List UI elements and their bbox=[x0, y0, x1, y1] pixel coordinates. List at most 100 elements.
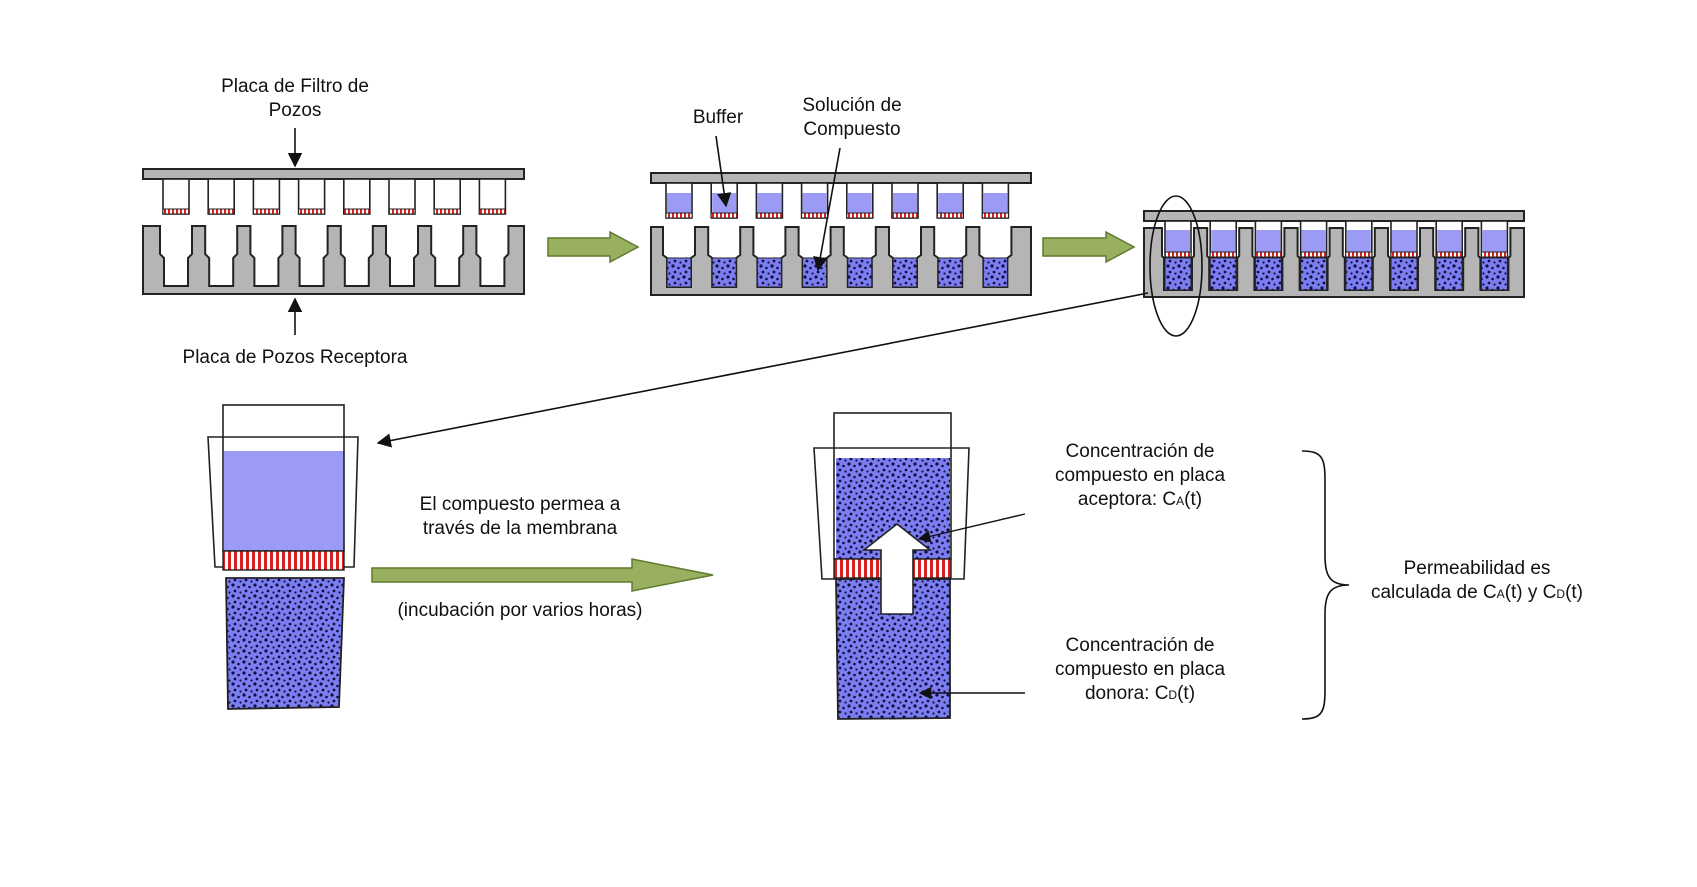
filter-membrane bbox=[388, 208, 416, 215]
buffer-fill bbox=[757, 193, 782, 213]
receiver-plate bbox=[142, 225, 525, 295]
filter-membrane bbox=[710, 212, 738, 219]
compound-solution-label-line2: Compuesto bbox=[803, 119, 901, 140]
compound-fill bbox=[666, 257, 692, 288]
filter-membrane bbox=[846, 212, 874, 219]
permeability-line2: calculada de CA(t) y CD(t) bbox=[1352, 581, 1602, 606]
buffer-fill bbox=[1211, 230, 1236, 252]
filter-membrane bbox=[1435, 251, 1463, 258]
permeability-mid: (t) y C bbox=[1504, 582, 1557, 603]
acceptor-line2: compuesto en placa bbox=[1054, 465, 1226, 486]
buffer-fill bbox=[1437, 230, 1462, 252]
acceptor-buffer bbox=[224, 451, 344, 551]
filter-well bbox=[207, 178, 235, 215]
filter-membrane bbox=[1345, 251, 1373, 258]
compound-fill bbox=[756, 257, 782, 288]
compound-fill bbox=[1254, 257, 1282, 291]
buffer-fill bbox=[1482, 230, 1507, 252]
filter-membrane bbox=[801, 212, 829, 219]
filter-well bbox=[297, 178, 326, 215]
filter-well bbox=[433, 178, 462, 215]
acceptor-line1: Concentración de bbox=[1065, 441, 1215, 462]
membrane bbox=[222, 550, 345, 571]
filter-membrane bbox=[1164, 251, 1192, 258]
panel-1-separated-plates bbox=[142, 128, 525, 335]
buffer-fill bbox=[983, 193, 1008, 213]
filter-well bbox=[478, 178, 507, 215]
acceptor-subscript: A bbox=[1176, 494, 1185, 508]
filter-plate-label: Placa de Filtro de Pozos bbox=[195, 75, 395, 123]
buffer-fill bbox=[1256, 230, 1281, 252]
incubation-arrow bbox=[371, 558, 714, 592]
filter-well bbox=[252, 178, 281, 215]
filter-well bbox=[388, 178, 416, 215]
step-arrow-2 bbox=[1042, 230, 1136, 264]
buffer-pointer bbox=[715, 135, 732, 208]
donor-line1: Concentración de bbox=[1065, 635, 1215, 656]
filter-membrane bbox=[1300, 251, 1328, 258]
buffer-fill bbox=[847, 193, 872, 213]
permeability-label: Permeabilidad es calculada de CA(t) y CD… bbox=[1352, 557, 1602, 606]
buffer-fill bbox=[938, 193, 963, 213]
summary-brace bbox=[1301, 450, 1350, 720]
donor-line3: donora: CD(t) bbox=[1040, 682, 1240, 707]
compound-solution-fills bbox=[666, 257, 1008, 288]
permeability-line1: Permeabilidad es bbox=[1403, 558, 1551, 579]
buffer-fill bbox=[802, 193, 827, 213]
filter-membrane bbox=[343, 208, 371, 215]
compound-fill bbox=[802, 257, 828, 288]
permeates-label-line1: El compuesto permea a bbox=[419, 494, 621, 515]
buffer-fill bbox=[667, 193, 691, 213]
donor-suffix: (t) bbox=[1177, 683, 1196, 704]
filter-plate-label-line1: Placa de Filtro de bbox=[221, 76, 369, 97]
receiver-plate-label: Placa de Pozos Receptora bbox=[182, 347, 408, 368]
filter-wells bbox=[162, 178, 507, 215]
compound-solution-label: Solución de Compuesto bbox=[782, 94, 922, 142]
filter-wells-inserted bbox=[1164, 220, 1509, 258]
acceptor-concentration-label: Concentración de compuesto en placa acep… bbox=[1040, 440, 1240, 513]
donor-compartment bbox=[225, 577, 345, 710]
compound-fill bbox=[711, 257, 737, 288]
filter-membrane bbox=[1480, 251, 1508, 258]
filter-membrane bbox=[665, 212, 693, 219]
permeation-arrow bbox=[861, 522, 933, 615]
zoom-well-before bbox=[207, 404, 359, 710]
acceptor-suffix: (t) bbox=[1184, 489, 1203, 510]
panel-3-assembled-sandwich bbox=[1143, 195, 1525, 337]
permeability-prefix: calculada de C bbox=[1370, 582, 1497, 603]
filter-membrane bbox=[207, 208, 235, 215]
donor-prefix: donora: C bbox=[1084, 683, 1169, 704]
filter-membrane bbox=[891, 212, 919, 219]
buffer-fill bbox=[1346, 230, 1371, 252]
receiver-plate-with-compound bbox=[650, 226, 1032, 296]
compound-fill bbox=[1480, 257, 1508, 291]
zoom-arrow bbox=[376, 292, 1149, 448]
compound-fill bbox=[1300, 257, 1328, 291]
filter-membrane bbox=[478, 208, 506, 215]
compound-fill bbox=[847, 257, 873, 288]
buffer-fill bbox=[893, 193, 917, 213]
filter-membrane bbox=[298, 208, 326, 215]
filter-well bbox=[342, 178, 371, 215]
compound-fill bbox=[1164, 257, 1192, 291]
filter-membrane bbox=[162, 208, 190, 215]
filter-well bbox=[162, 178, 190, 215]
zoom-well-after bbox=[813, 412, 1026, 720]
zoom-ellipse bbox=[1149, 195, 1203, 337]
buffer-label: Buffer bbox=[692, 107, 744, 128]
filter-plate-lid bbox=[650, 172, 1032, 184]
incubation-label: (incubación por varios horas) bbox=[397, 600, 643, 621]
compound-fill bbox=[1209, 257, 1237, 291]
filter-membrane bbox=[936, 212, 964, 219]
compound-fill bbox=[937, 257, 963, 288]
filter-membrane bbox=[755, 212, 783, 219]
permeability-sub-a: A bbox=[1496, 587, 1505, 601]
compound-fill bbox=[1345, 257, 1373, 291]
permeability-sub-d: D bbox=[1556, 587, 1566, 601]
permeability-suffix: (t) bbox=[1565, 582, 1584, 603]
compound-fill bbox=[1435, 257, 1463, 291]
acceptor-prefix: aceptora: C bbox=[1077, 489, 1177, 510]
acceptor-line3: aceptora: CA(t) bbox=[1040, 488, 1240, 513]
compound-fill bbox=[1390, 257, 1418, 291]
